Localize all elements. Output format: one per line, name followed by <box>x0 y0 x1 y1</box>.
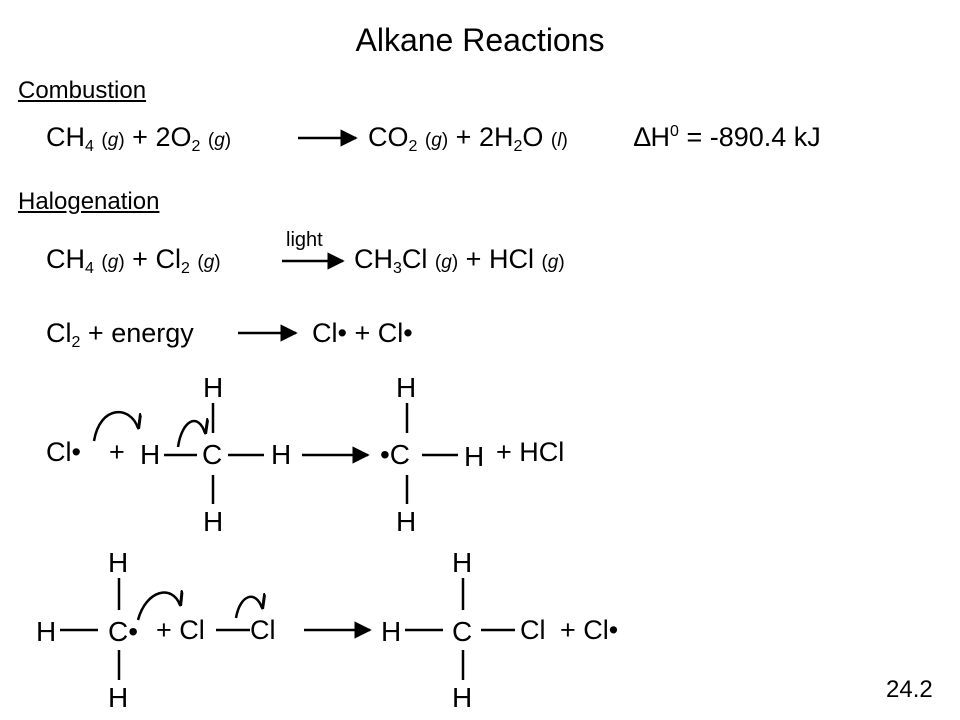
atom-h: H <box>108 547 129 578</box>
combustion-reactants: CH4 (g) + 2O2 (g) <box>46 122 232 155</box>
atom-h: H <box>271 439 292 470</box>
atom-h: H <box>396 372 417 403</box>
electron-arrow <box>176 421 205 448</box>
plus-cl: + Cl <box>156 615 205 645</box>
atom-h: H <box>452 682 473 713</box>
atom-h: H <box>381 616 402 647</box>
atom-h: H <box>108 682 129 713</box>
atom-h: H <box>140 439 161 470</box>
byproduct-hcl: + HCl <box>496 437 565 467</box>
enthalpy-change: ∆H0 = -890.4 kJ <box>634 122 821 152</box>
atom-h: H <box>464 441 485 472</box>
byproduct-cl-radical: + Cl• <box>560 615 619 645</box>
atom-cl: Cl <box>520 615 546 645</box>
combustion-heading: Combustion <box>18 77 147 104</box>
initiation-product: Cl• + Cl• <box>312 318 413 348</box>
atom-h: H <box>452 547 473 578</box>
electron-arrow <box>136 593 180 621</box>
electron-arrow <box>92 411 138 442</box>
page-title: Alkane Reactions <box>355 22 605 58</box>
atom-h: H <box>396 506 417 537</box>
halogenation-heading: Halogenation <box>18 188 160 215</box>
combustion-products: CO2 (g) + 2H2O (l) <box>368 122 568 155</box>
methyl-radical-carbon: C• <box>108 616 139 647</box>
atom-cl: Cl <box>250 615 276 645</box>
initiation-reactant: Cl2 + energy <box>46 318 194 351</box>
arrow-label-light: light <box>286 229 323 251</box>
page-number: 24.2 <box>886 676 933 703</box>
carbon-radical: •C <box>380 439 411 470</box>
plus-sign: + <box>109 437 125 467</box>
atom-c: C <box>202 439 223 470</box>
halogenation-products: CH3Cl (g) + HCl (g) <box>354 244 565 277</box>
atom-h: H <box>203 372 224 403</box>
halogenation-reactants: CH4 (g) + Cl2 (g) <box>46 244 221 277</box>
atom-h: H <box>36 616 57 647</box>
electron-arrow <box>234 597 262 619</box>
atom-h: H <box>203 506 224 537</box>
atom-c: C <box>452 616 473 647</box>
chlorine-radical: Cl• <box>46 437 81 467</box>
